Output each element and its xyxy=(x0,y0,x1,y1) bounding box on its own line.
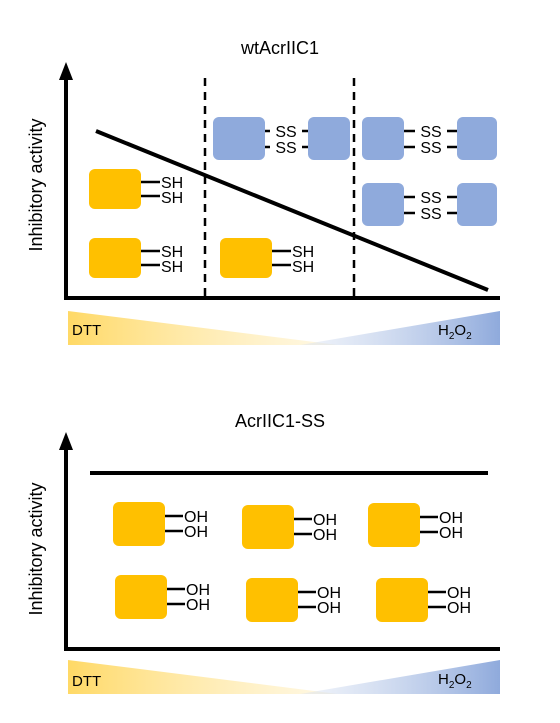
bottom-y-axis-arrow xyxy=(59,432,73,450)
oh-label: OH xyxy=(186,597,210,614)
sh-label: SH xyxy=(292,259,314,276)
oh-label: OH xyxy=(184,509,208,526)
oh-label: OH xyxy=(186,582,210,599)
top-panel-title: wtAcrIIC1 xyxy=(240,38,319,58)
ss-label: SS xyxy=(420,140,441,157)
h2o2-label: H2O2 xyxy=(438,322,472,342)
top-reduced-protein-2: SH SH xyxy=(89,238,183,278)
oh-label: OH xyxy=(317,585,341,602)
top-oxidized-dimer-2: SS SS xyxy=(362,117,497,160)
sh-label: SH xyxy=(292,244,314,261)
bottom-protein-3: OH OH xyxy=(368,503,463,547)
dtt-wedge xyxy=(68,311,338,345)
sh-label: SH xyxy=(161,259,183,276)
ss-label: SS xyxy=(420,206,441,223)
oh-label: OH xyxy=(317,600,341,617)
dtt-label: DTT xyxy=(72,322,101,339)
bottom-panel-title: AcrIIC1-SS xyxy=(235,411,325,431)
ss-label: SS xyxy=(275,124,296,141)
bottom-y-axis-label: Inhibitory activity xyxy=(26,482,46,615)
ss-label: SS xyxy=(275,140,296,157)
top-oxidized-dimer-3: SS SS xyxy=(362,183,497,226)
top-panel: wtAcrIIC1 Inhibitory activity SH SH SH S… xyxy=(26,38,500,345)
h2o2-label: H2O2 xyxy=(438,671,472,691)
top-reduced-protein-3: SH SH xyxy=(220,238,314,278)
dtt-label: DTT xyxy=(72,673,101,690)
ss-label: SS xyxy=(420,124,441,141)
bottom-protein-2: OH OH xyxy=(242,505,337,549)
oh-label: OH xyxy=(447,600,471,617)
top-reduced-protein-1: SH SH xyxy=(89,169,183,209)
top-y-axis-arrow xyxy=(59,62,73,80)
h2o2-wedge xyxy=(300,660,500,694)
top-oxidized-dimer-1: SS SS xyxy=(213,117,350,160)
sh-label: SH xyxy=(161,190,183,207)
dtt-wedge xyxy=(68,660,338,694)
oh-label: OH xyxy=(447,585,471,602)
oh-label: OH xyxy=(439,525,463,542)
oh-label: OH xyxy=(439,510,463,527)
sh-label: SH xyxy=(161,244,183,261)
bottom-protein-6: OH OH xyxy=(376,578,471,622)
bottom-protein-1: OH OH xyxy=(113,502,208,546)
top-gradient-bar: DTT H2O2 xyxy=(68,311,500,345)
top-trend-line xyxy=(95,129,489,292)
oh-label: OH xyxy=(184,524,208,541)
ss-label: SS xyxy=(420,190,441,207)
h2o2-wedge xyxy=(300,311,500,345)
oh-label: OH xyxy=(313,512,337,529)
bottom-panel: AcrIIC1-SS Inhibitory activity OH OH OH … xyxy=(26,411,500,694)
sh-label: SH xyxy=(161,175,183,192)
top-y-axis-label: Inhibitory activity xyxy=(26,118,46,251)
bottom-protein-4: OH OH xyxy=(115,575,210,619)
bottom-gradient-bar: DTT H2O2 xyxy=(68,660,500,694)
bottom-protein-5: OH OH xyxy=(246,578,341,622)
oh-label: OH xyxy=(313,527,337,544)
